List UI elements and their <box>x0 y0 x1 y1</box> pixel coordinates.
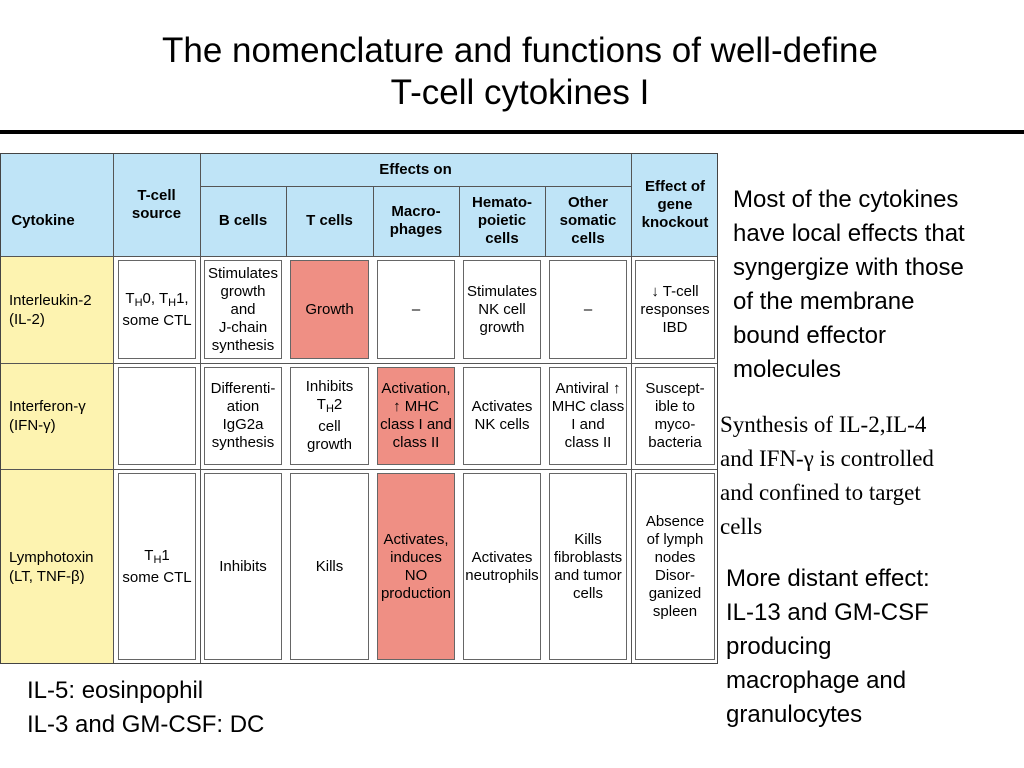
title-line-1: The nomenclature and functions of well-d… <box>162 31 878 70</box>
cytokine-name: Interferon-γ (IFN-γ) <box>9 363 86 469</box>
header-gene-knockout: Effect of gene knockout <box>641 178 709 231</box>
title-divider <box>0 130 1024 134</box>
cytokine-column-bg <box>1 256 113 663</box>
header-tcell-source: T-cell source <box>131 187 182 222</box>
grid-line <box>113 154 114 663</box>
cytokine-abbrev: (IL-2) <box>9 310 45 328</box>
title-line-2: T-cell cytokines I <box>390 73 650 112</box>
b-cells-effect: Inhibits <box>204 473 282 660</box>
knockout-effect: ↓ T-cell responses IBD <box>635 260 715 359</box>
t-cells-effect: Kills <box>290 473 369 660</box>
macrophages-effect: Activation, ↑ MHC class I and class II <box>377 367 455 465</box>
local-effects-note: Most of the cytokines have local effects… <box>733 186 965 383</box>
cytokine-name: Interleukin-2(IL-2) <box>9 256 92 363</box>
slide-title: The nomenclature and functions of well-d… <box>0 30 1024 114</box>
other-somatic-effect: Kills fibroblasts and tumor cells <box>549 473 627 660</box>
table-header-bg <box>1 154 717 256</box>
header-other-somatic: Other somatic cells <box>559 194 617 247</box>
hematopoietic-effect: Activates NK cells <box>463 367 541 465</box>
header-effects-on: Effects on <box>379 161 452 178</box>
macrophages-effect: – <box>377 260 455 359</box>
t-cells-effect-line: Inhibits <box>305 378 354 395</box>
grid-line <box>200 186 631 187</box>
grid-line <box>373 186 374 256</box>
cytokine-name-line: Interferon-γ <box>9 398 86 415</box>
header-t-cells: T cells <box>306 212 353 229</box>
grid-line <box>1 256 717 257</box>
cytokine-name-line: Lymphotoxin <box>9 549 94 566</box>
tcell-source-text: some CTL <box>122 568 192 586</box>
cytokine-name-line: Interleukin-2 <box>9 291 92 309</box>
knockout-effect: Absence of lymph nodes Disor- ganized sp… <box>635 473 715 660</box>
bottom-note-line: IL-3 and GM-CSF: DC <box>27 711 265 738</box>
hematopoietic-effect: Activates neutrophils <box>463 473 541 660</box>
b-cells-effect: Differenti- ation IgG2a synthesis <box>204 367 282 465</box>
header-hematopoietic: Hemato- poietic cells <box>471 194 532 247</box>
grid-line <box>286 186 287 256</box>
grid-line <box>545 186 546 256</box>
cytokine-abbrev: (IFN-γ) <box>9 417 56 434</box>
cytokine-abbrev: (LT, TNF-β) <box>9 568 85 585</box>
other-somatic-effect: Antiviral ↑ MHC class I and class II <box>549 367 627 465</box>
bottom-note-line: IL-5: eosinpophil <box>27 677 204 704</box>
hematopoietic-effect: Stimulates NK cell growth <box>463 260 541 359</box>
b-cells-effect: Stimulates growth and J-chain synthesis <box>204 260 282 359</box>
knockout-effect: Suscept- ible to myco- bacteria <box>635 367 715 465</box>
grid-line <box>200 154 201 663</box>
grid-line <box>1 469 717 470</box>
tcell-source-cell: TH0, TH1,some CTL <box>118 260 196 359</box>
grid-line <box>459 186 460 256</box>
header-macrophages: Macro- phages <box>389 203 443 238</box>
macrophages-effect: Activates, induces NO production <box>377 473 455 660</box>
synthesis-note: Synthesis of IL-2,IL-4 and IFN-γ is cont… <box>720 412 934 539</box>
cytokine-name: Lymphotoxin (LT, TNF-β) <box>9 469 94 663</box>
cytokine-table: Cytokine T-cell source Effects on B cell… <box>0 153 718 664</box>
grid-line <box>1 363 717 364</box>
bottom-note: IL-5: eosinpophil IL-3 and GM-CSF: DC <box>27 674 264 742</box>
tcell-source-cell <box>118 367 196 465</box>
header-cytokine: Cytokine <box>11 212 75 229</box>
grid-line <box>631 154 632 663</box>
t-cells-effect: Growth <box>290 260 369 359</box>
distant-effect-note: More distant effect: IL-13 and GM-CSF pr… <box>726 565 930 728</box>
tcell-source-text: some CTL <box>122 311 192 329</box>
other-somatic-effect: – <box>549 260 627 359</box>
header-b-cells: B cells <box>218 212 268 229</box>
t-cells-effect-line: cell growth <box>306 418 353 453</box>
